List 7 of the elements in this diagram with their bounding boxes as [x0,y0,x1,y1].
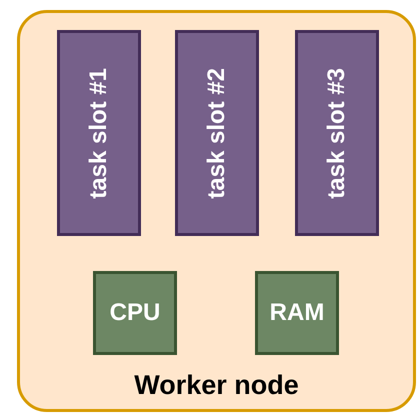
task-slot-box: task slot #1 [57,30,141,236]
resource-box: RAM [255,271,339,355]
worker-node-container [17,10,416,412]
resource-box: CPU [93,271,177,355]
task-slot-box: task slot #3 [295,30,379,236]
task-slot-box: task slot #2 [175,30,259,236]
container-title: Worker node [133,370,300,401]
